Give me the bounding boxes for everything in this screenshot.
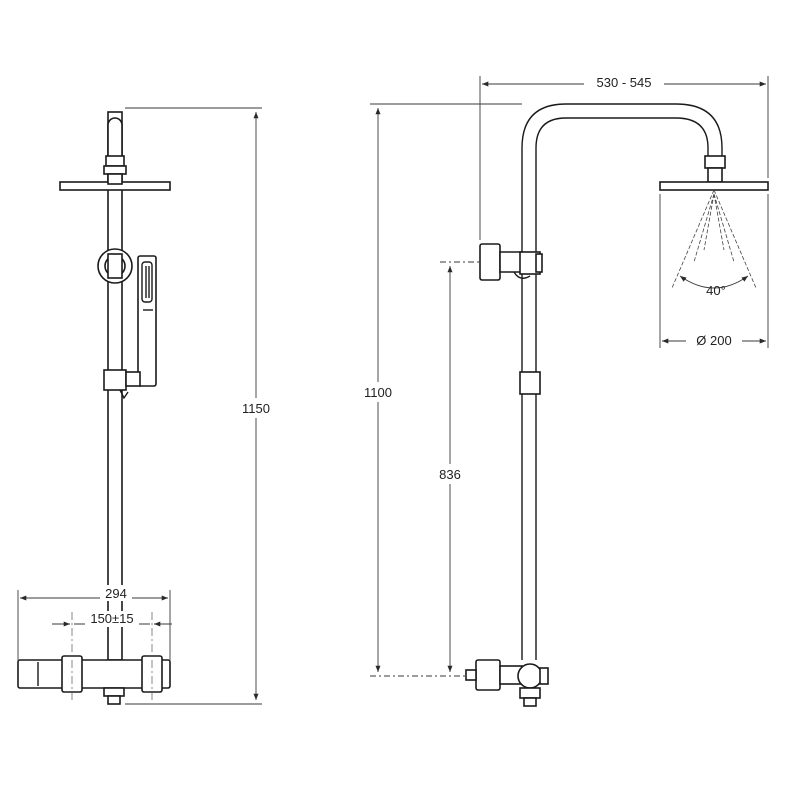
side-slider: [479, 243, 543, 281]
side-arm-outer: [521, 103, 723, 660]
front-head-mount: [103, 165, 127, 175]
head-diameter-label: Ø 200: [696, 333, 731, 348]
front-height-label: 1150: [242, 401, 270, 416]
side-view: 40° Ø 200 530: [364, 74, 769, 707]
side-mid-connector: [519, 371, 541, 395]
slider-height-label: 836: [439, 467, 461, 482]
side-head-connector: [704, 155, 726, 169]
spray-angle-label: 40°: [706, 283, 726, 298]
inlet-spacing-label: 150±15: [90, 611, 133, 626]
front-thermostatic-mixer: [17, 655, 171, 705]
front-top-connector: [105, 155, 125, 167]
side-height-label: 1100: [364, 385, 392, 400]
side-head-shower: [659, 181, 769, 191]
projection-label: 530 - 545: [597, 75, 652, 90]
side-arm-inner: [535, 117, 709, 660]
front-hand-holder: [103, 369, 127, 391]
front-pipe-cap: [107, 117, 123, 163]
side-mixer: [465, 659, 549, 707]
front-view: 1150 294 150±15: [17, 107, 270, 705]
front-hand-shower: [137, 255, 157, 387]
mixer-width-label: 294: [105, 586, 127, 601]
